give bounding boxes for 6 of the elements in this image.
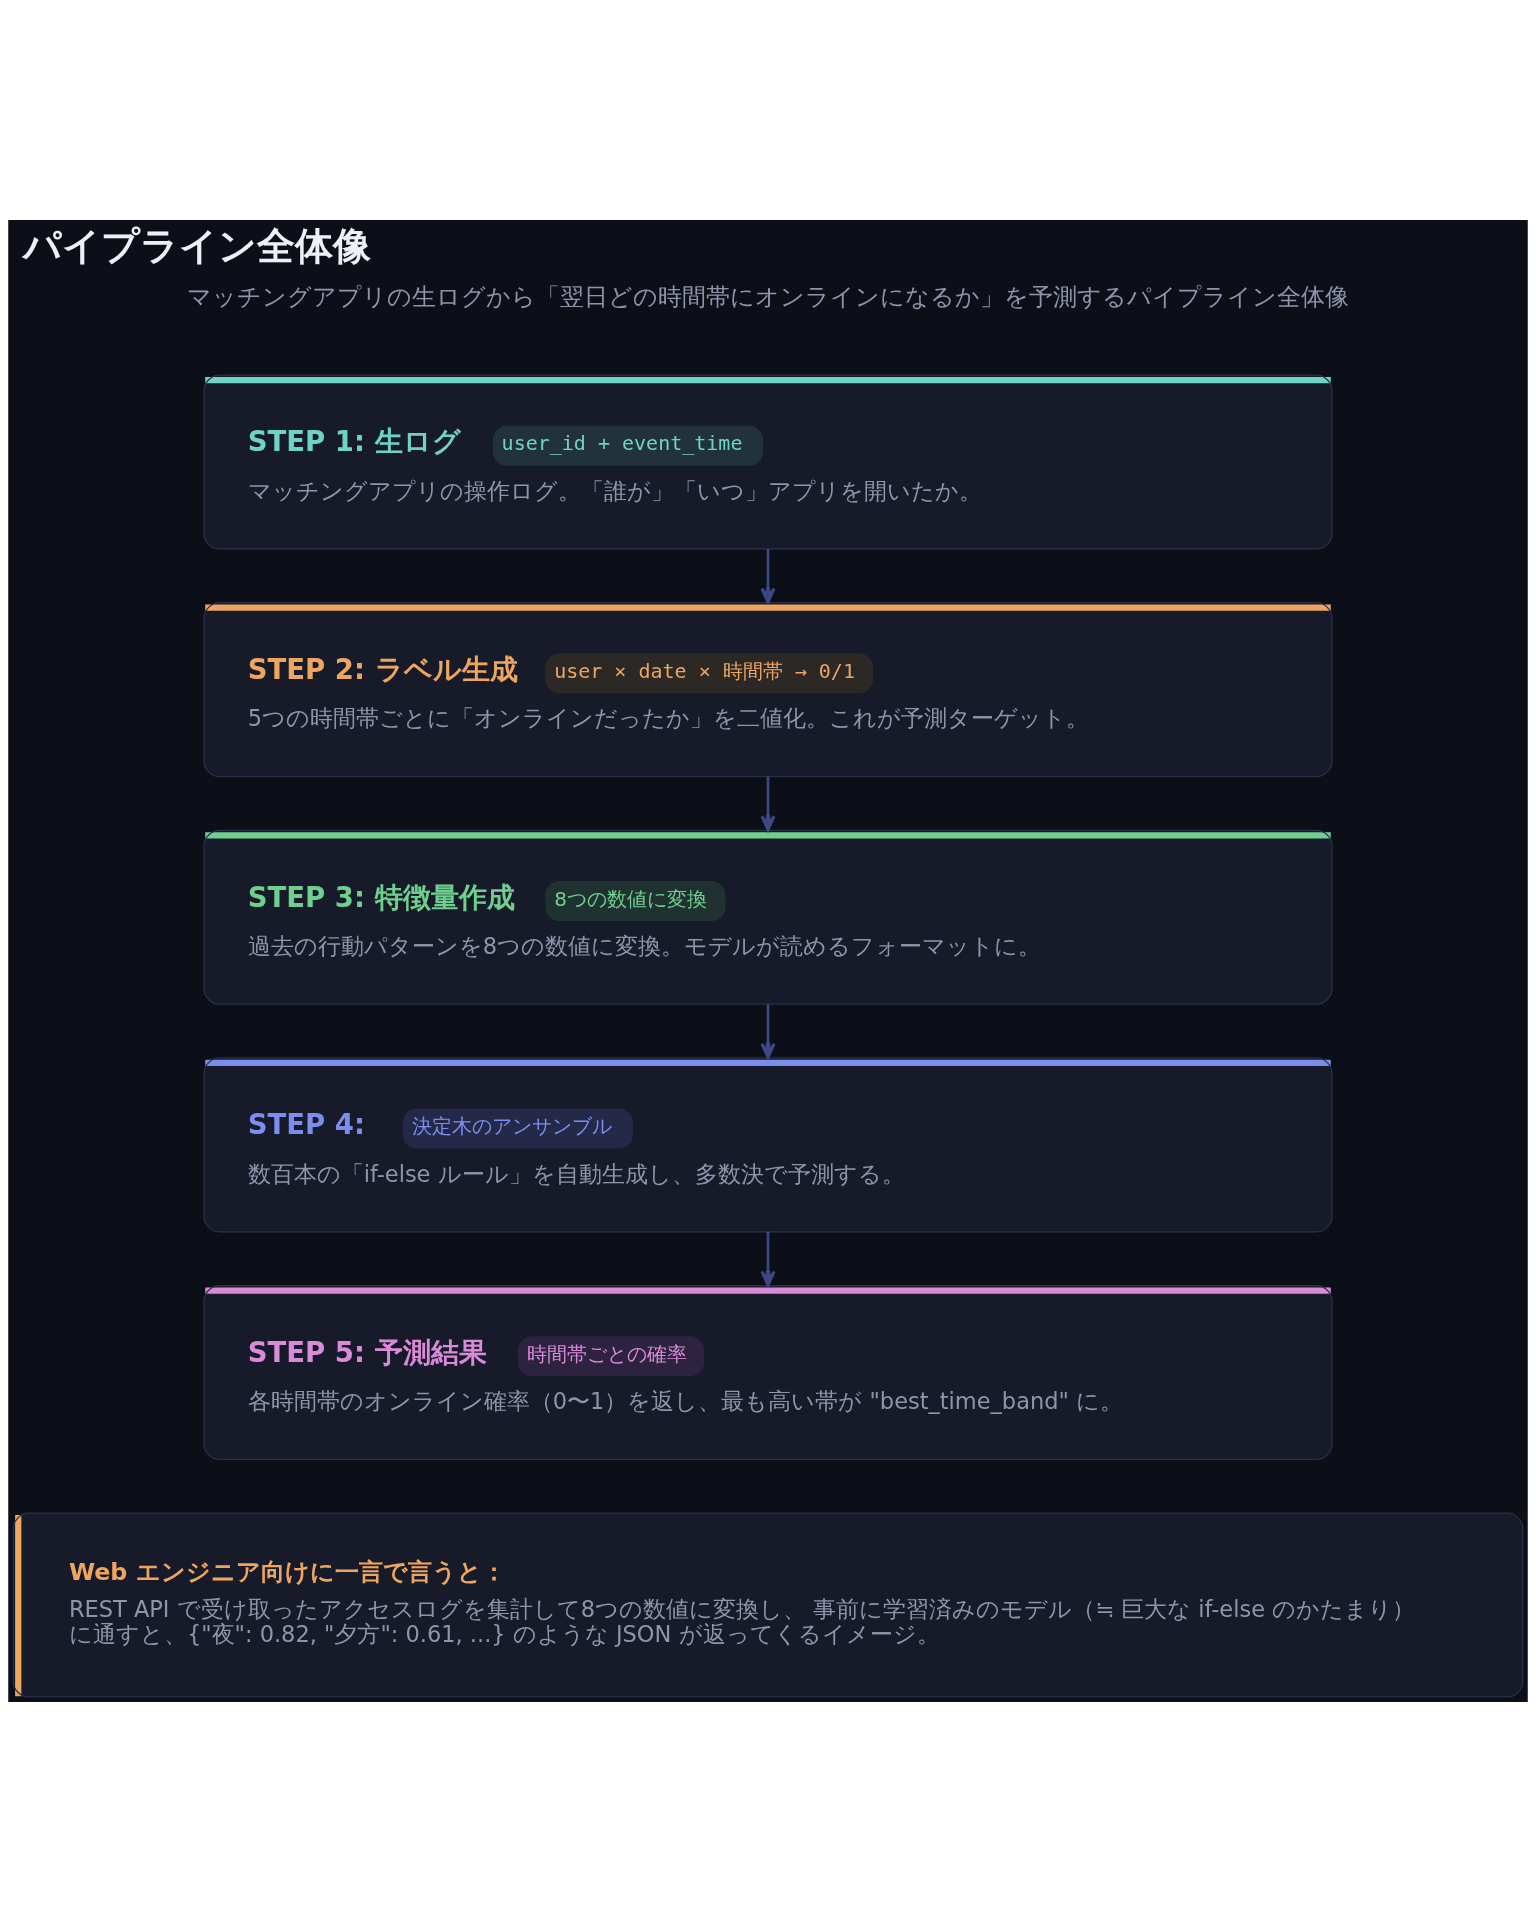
label: マッチングアプリの生ログから「翌日どの時間帯にオンラインになるか」を予測するパイプライン全体像 (187, 282, 1349, 311)
arrow (760, 1004, 776, 1060)
arrow (760, 776, 776, 832)
arrow (760, 549, 776, 604)
arrow (760, 1231, 776, 1287)
diagram-title: パイプライン全体像 (23, 223, 372, 268)
